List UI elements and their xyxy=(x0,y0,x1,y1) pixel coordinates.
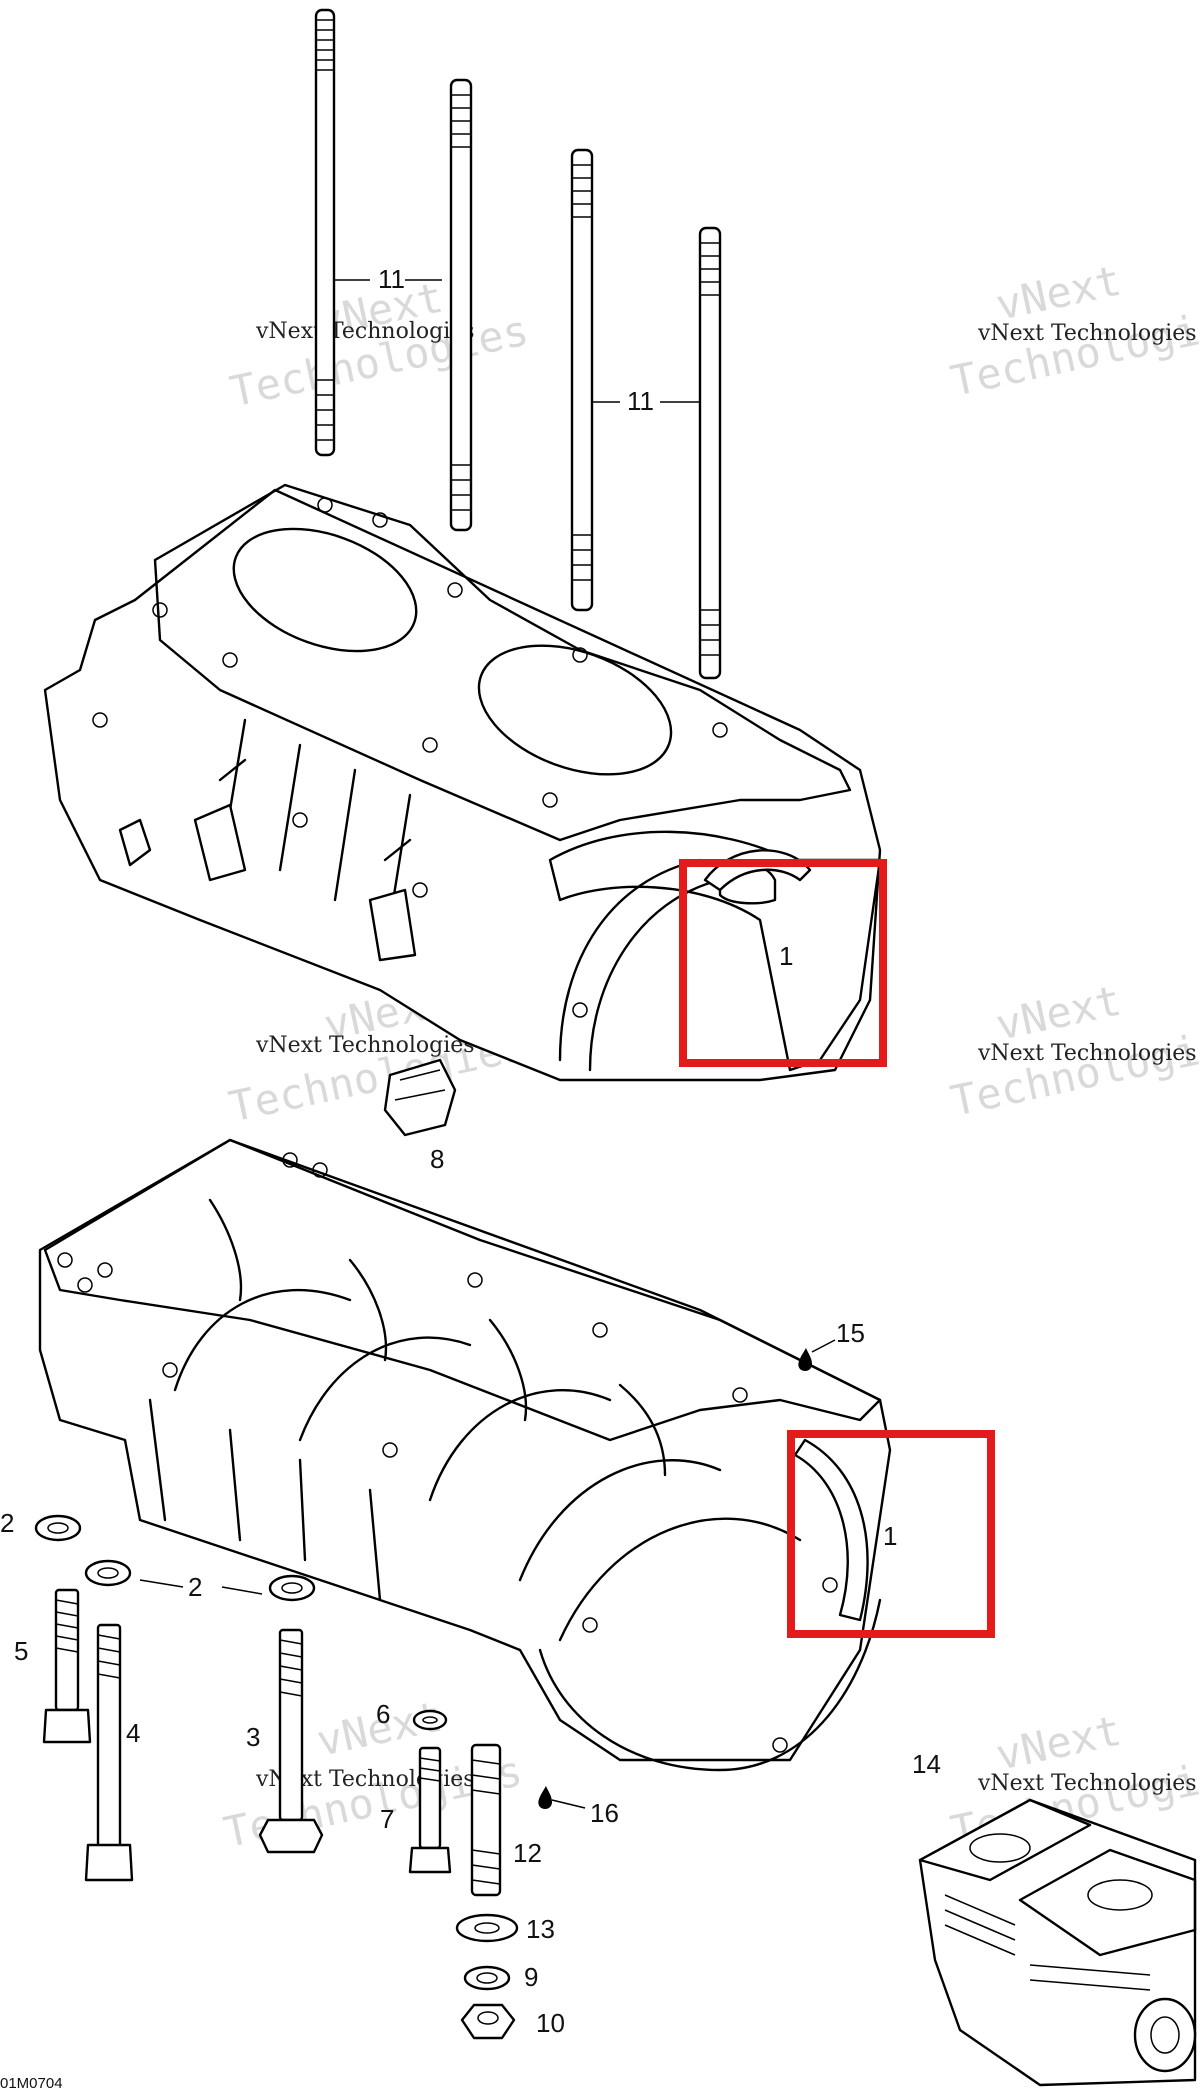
stud-part-12[interactable] xyxy=(470,1743,502,1897)
stud-part-11[interactable] xyxy=(570,148,594,612)
callout-13: 13 xyxy=(526,1914,555,1944)
stud-part-11[interactable] xyxy=(449,78,473,532)
nut-part-10[interactable] xyxy=(460,2003,516,2040)
callout-2-middle: 2 xyxy=(188,1572,202,1602)
screw-part-5[interactable] xyxy=(42,1588,92,1744)
stud-part-11[interactable] xyxy=(314,8,336,457)
lower-crankcase-half[interactable] xyxy=(38,1138,892,1772)
plug-part-8[interactable] xyxy=(383,1058,457,1137)
callout-9: 9 xyxy=(524,1962,538,1992)
watermark-brand-bottom-right: vNext Technologies xyxy=(977,1771,1197,1796)
callout-11-left: 11 xyxy=(378,264,405,294)
watermark-brand-top-right: vNext Technologies xyxy=(977,321,1197,346)
callout-1-lower: 1 xyxy=(883,1521,897,1551)
callout-12: 12 xyxy=(513,1838,542,1868)
washer-part-2[interactable] xyxy=(84,1559,132,1587)
callout-1-upper: 1 xyxy=(779,941,793,971)
watermark-brand-mid-right: vNext Technologies xyxy=(977,1041,1197,1066)
callout-2-left: 2 xyxy=(0,1508,14,1538)
bearing-shell-lower[interactable] xyxy=(793,1438,869,1622)
screw-part-4[interactable] xyxy=(84,1623,134,1882)
leader-lines-11 xyxy=(334,279,700,403)
screw-part-7[interactable] xyxy=(408,1746,452,1874)
callout-8: 8 xyxy=(430,1144,444,1174)
watermark-brand-top-left: vNext Technologies xyxy=(255,319,475,344)
highlight-box-upper-bearing xyxy=(679,859,887,1067)
upper-crankcase-half[interactable] xyxy=(43,483,882,1082)
callout-16: 16 xyxy=(590,1798,619,1828)
figure-code: 01M0704 xyxy=(0,2075,63,2092)
washer-part-13[interactable] xyxy=(455,1913,519,1943)
callout-14: 14 xyxy=(912,1749,941,1779)
engine-assembly-part-14[interactable] xyxy=(918,1798,1197,2087)
watermark-brand-mid-left: vNext Technologies xyxy=(255,1033,475,1058)
washer-part-2[interactable] xyxy=(268,1574,316,1602)
watermark-big-top: vNext xyxy=(992,1706,1126,1780)
washer-part-6[interactable] xyxy=(412,1709,448,1731)
sealant-drop-icon xyxy=(798,1348,812,1372)
washer-part-2[interactable] xyxy=(34,1514,82,1542)
callout-7: 7 xyxy=(380,1804,394,1834)
lock-washer-part-9[interactable] xyxy=(463,1965,511,1991)
highlight-box-lower-bearing xyxy=(787,1430,995,1638)
watermark-group-mid-right: vNext Technologies xyxy=(946,976,1200,1126)
watermark-big-top: vNext xyxy=(992,256,1126,330)
stud-part-11[interactable] xyxy=(698,226,722,680)
callout-4: 4 xyxy=(126,1718,140,1748)
callout-3: 3 xyxy=(246,1722,260,1752)
sealant-drop-icon xyxy=(538,1786,552,1810)
callout-15: 15 xyxy=(836,1318,865,1348)
callout-6: 6 xyxy=(376,1699,390,1729)
callout-10: 10 xyxy=(536,2008,565,2038)
watermark-group-top-right: vNext Technologies xyxy=(946,256,1200,406)
callout-5: 5 xyxy=(14,1636,28,1666)
watermark-big-top: vNext xyxy=(992,976,1126,1050)
leader-lines-misc xyxy=(139,1339,836,1809)
bolt-part-3[interactable] xyxy=(258,1628,324,1854)
callout-11-right: 11 xyxy=(627,386,654,416)
